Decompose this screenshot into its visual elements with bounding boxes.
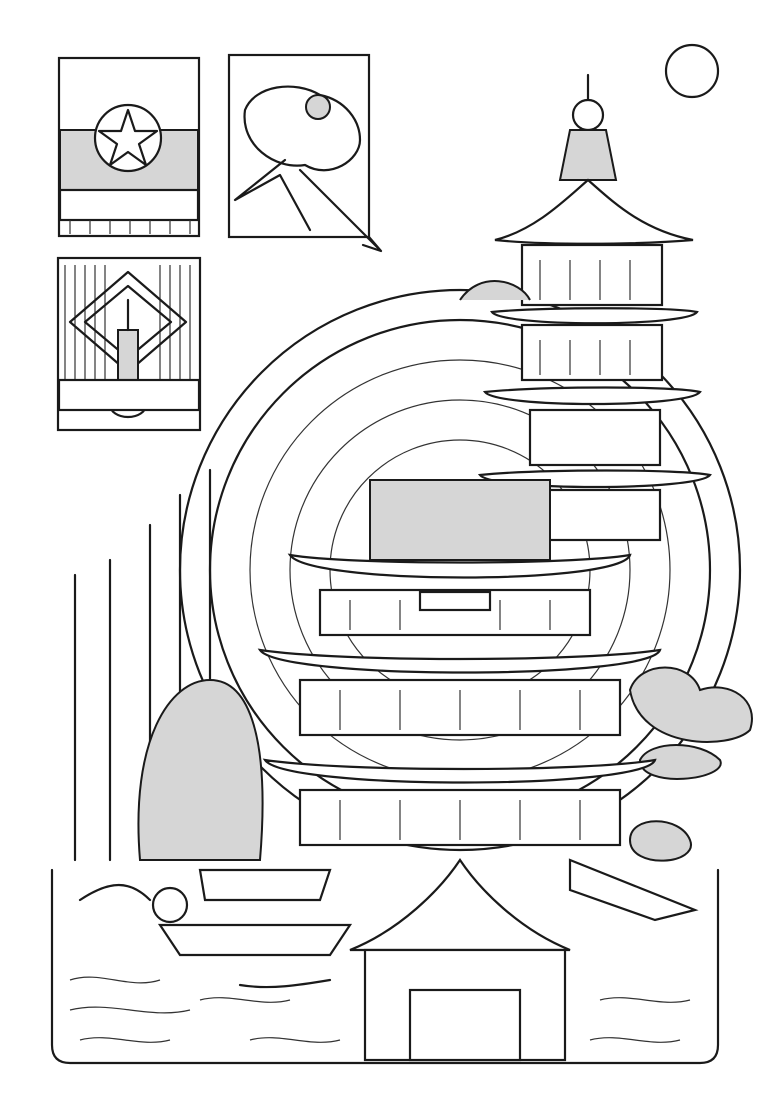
panel-kite xyxy=(227,53,383,253)
panel-tower xyxy=(56,256,202,432)
pagoda xyxy=(477,73,712,542)
moon xyxy=(664,43,720,99)
panel-star-emblem xyxy=(57,56,201,238)
clouds xyxy=(459,280,753,862)
reeds xyxy=(73,468,264,862)
bottom-scene xyxy=(50,858,720,1065)
main-pavilion xyxy=(257,479,662,847)
